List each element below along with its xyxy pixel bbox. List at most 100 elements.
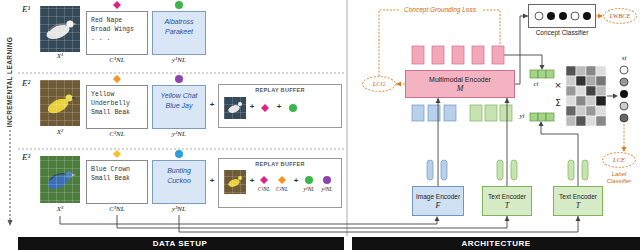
loss-line xyxy=(379,10,627,152)
score-column xyxy=(620,66,628,122)
encoder-box-text: F xyxy=(436,201,441,210)
label-box: BuntingCuckooy³NL xyxy=(152,160,206,214)
label-box-caption: y²NL xyxy=(152,130,206,139)
image-label: X² xyxy=(57,128,63,137)
concept-box-outline: Red NapeBroad Wings. . . xyxy=(86,11,148,55)
concept-circles xyxy=(535,12,591,20)
axis-label: INCREMENTAL LEARNING xyxy=(6,37,14,127)
encoder-box-outline: Image EncoderF xyxy=(412,186,464,216)
concept-box-text: Small Beak xyxy=(91,174,143,183)
loss-oval-outline: LCG xyxy=(362,76,396,92)
loss-oval-outline: LCE xyxy=(602,152,636,168)
label-box-caption: y³NL xyxy=(152,205,206,214)
classifier-label: Label Classifier xyxy=(601,171,637,185)
plus-sign: + xyxy=(250,176,255,185)
encoder-box: Text EncoderT xyxy=(482,186,532,216)
replay-label: y¹NL xyxy=(304,186,315,193)
arrow-head xyxy=(576,216,581,221)
plus-sign: + xyxy=(250,102,255,111)
replay-buffer-box-text: REPLAY BUFFER xyxy=(219,161,341,168)
encoder-box-text: M xyxy=(457,84,464,93)
replay-label: y²NL xyxy=(322,186,333,193)
section-label: ARCHITECTURE xyxy=(461,238,530,249)
panel-frame xyxy=(8,0,640,250)
concept-box: YellowUnderbellySmall BeakC²NL xyxy=(86,85,148,139)
concept-box-text: Underbelly xyxy=(91,99,143,108)
feed-line xyxy=(60,55,618,224)
concept-box: Red NapeBroad Wings. . .C¹NL xyxy=(86,11,148,65)
operator: Σ xyxy=(555,98,561,108)
concept-box-text: Blue Crown xyxy=(91,165,143,174)
connector-line xyxy=(507,98,508,186)
arrow-head xyxy=(436,98,441,103)
label-box-outline: Yellow ChatBlue Jay xyxy=(152,85,206,129)
arrow-head xyxy=(396,82,401,87)
label-box-text: Bunting xyxy=(156,166,202,176)
arrow-head xyxy=(598,14,603,19)
replay-content xyxy=(224,97,331,194)
concept-box: Blue CrownSmall BeakC³NL xyxy=(86,160,148,214)
connector xyxy=(515,14,528,85)
encoder-box-outline: Text EncoderT xyxy=(553,186,603,216)
connector-line xyxy=(515,16,528,84)
loss-oval-text: LCG xyxy=(373,80,386,88)
label-box-text: Blue Jay xyxy=(156,101,202,111)
label-box-caption: y¹NL xyxy=(152,56,206,65)
operator: × xyxy=(554,80,562,90)
label-box-outline: BuntingCuckoo xyxy=(152,160,206,204)
plus-sign: + xyxy=(277,102,282,111)
concept-box-caption: C²NL xyxy=(86,130,148,139)
label-box: Yellow ChatBlue Jayy²NL xyxy=(152,85,206,139)
concept-box-caption: C¹NL xyxy=(86,56,148,65)
similarity-matrix xyxy=(566,66,606,126)
connector-line xyxy=(179,215,578,232)
encoder-box: Image EncoderF xyxy=(412,186,464,216)
stage-label: E¹ xyxy=(22,4,30,14)
image-label: X¹ xyxy=(57,52,63,61)
arrow-head xyxy=(505,216,510,221)
replay-label: C²NL xyxy=(276,186,288,193)
replay-buffer-box-outline: REPLAY BUFFER xyxy=(218,158,342,208)
encoder-box-text: Multimodal Encoder xyxy=(429,75,491,84)
label-box-text: Albatross xyxy=(156,17,202,27)
arrow-head xyxy=(505,98,510,103)
loss-title: Concept Grounding Loss xyxy=(404,6,476,14)
concept-box-text: Small Beak xyxy=(91,108,143,117)
concept-box-text: Red Nape xyxy=(91,16,143,25)
encoder-box-text: T xyxy=(576,201,580,210)
connector xyxy=(505,98,510,186)
encoder-box: Multimodal EncoderM xyxy=(405,70,515,98)
encoder-box: Text EncoderT xyxy=(553,186,603,216)
connector xyxy=(436,98,441,186)
label-box-text: Cuckoo xyxy=(156,176,202,186)
loss-oval: LCE xyxy=(602,152,636,168)
encoder-box-outline: Text EncoderT xyxy=(482,186,532,216)
connector xyxy=(396,82,405,87)
concept-box-text: Broad Wings xyxy=(91,25,143,34)
loss-oval-text: LWBCE xyxy=(609,12,630,20)
bird-image xyxy=(40,80,80,126)
concept-box-text: Yellow xyxy=(91,90,143,99)
connector-line xyxy=(438,98,439,186)
bird-image xyxy=(40,156,80,203)
image-label: X³ xyxy=(57,205,63,214)
replay-buffer-box-text: REPLAY BUFFER xyxy=(219,87,341,94)
stage-label: E² xyxy=(22,78,30,88)
plus-sign: + xyxy=(210,176,215,185)
label-box-outline: AlbatrossParakeet xyxy=(152,11,206,55)
connector xyxy=(596,14,603,19)
encoder-box-text: Image Encoder xyxy=(416,193,460,201)
encoder-box-outline: Multimodal EncoderM xyxy=(405,70,515,98)
encoder-box-text: T xyxy=(505,201,509,210)
plus-sign: + xyxy=(210,100,215,109)
classifier-box-caption: Concept Classifier xyxy=(528,29,596,37)
loss-oval-text: LCE xyxy=(613,156,625,164)
classifier-box: Concept Classifier xyxy=(528,4,596,37)
bird-image xyxy=(40,6,80,52)
concept-box-caption: C³NL xyxy=(86,205,148,214)
vector-label: ci xyxy=(533,80,538,89)
label-box: AlbatrossParakeety¹NL xyxy=(152,11,206,65)
concept-box-text: . . . xyxy=(91,34,143,43)
label-box-text: Yellow Chat xyxy=(156,91,202,101)
